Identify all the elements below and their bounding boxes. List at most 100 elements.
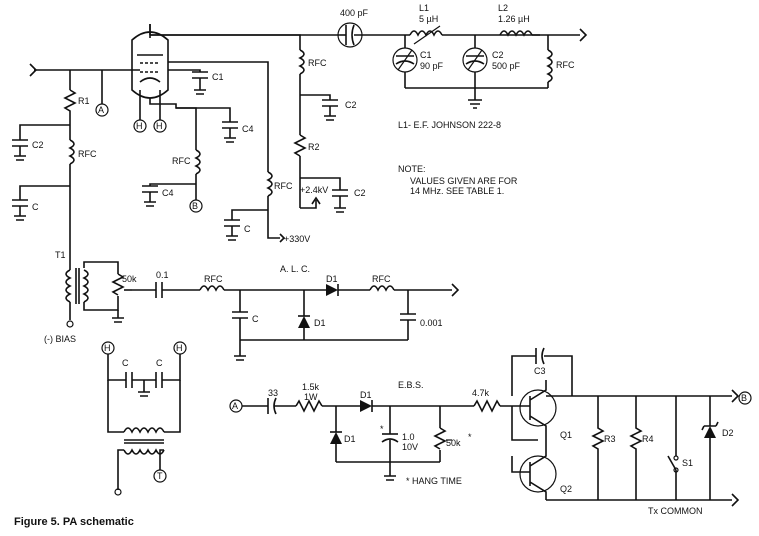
r1-label: R1 bbox=[78, 96, 90, 106]
h-node-b-label: H bbox=[156, 121, 163, 131]
s1-label: S1 bbox=[682, 458, 693, 468]
r47k-label: 4.7k bbox=[472, 388, 490, 398]
fil-wires bbox=[107, 354, 181, 381]
c1-variable-capacitor bbox=[392, 35, 418, 88]
r15k-label: 1.5k bbox=[302, 382, 320, 392]
r47k-resistor bbox=[473, 399, 520, 413]
c10v-label: 10V bbox=[402, 442, 418, 452]
c400-capacitor bbox=[337, 22, 390, 48]
c10-label: 1.0 bbox=[402, 432, 415, 442]
bias-label: (-) BIAS bbox=[44, 334, 76, 344]
rfc-g-label: RFC bbox=[172, 156, 191, 166]
d1a-label: D1 bbox=[326, 274, 338, 284]
r2-resistor bbox=[293, 134, 307, 208]
c2a-label: C2 bbox=[32, 140, 44, 150]
a-node-top-label: A bbox=[98, 105, 104, 115]
pot50k-label: 50k bbox=[122, 274, 137, 284]
q-link bbox=[511, 406, 538, 441]
c2a-wire bbox=[19, 124, 70, 140]
c10-plus: * bbox=[380, 424, 384, 434]
c33-capacitor bbox=[267, 397, 296, 415]
ebs-label: E.B.S. bbox=[398, 380, 424, 390]
c-s-label: C bbox=[244, 224, 251, 234]
v330-arrow bbox=[279, 233, 286, 243]
d1a-diode bbox=[326, 284, 370, 296]
cfa-label: C bbox=[122, 358, 129, 368]
l1-label: L1 bbox=[419, 3, 429, 13]
c1b-capacitor bbox=[192, 71, 208, 95]
c2-label: C2 bbox=[492, 50, 504, 60]
rfc-p-label: RFC bbox=[308, 58, 327, 68]
c2a-capacitor bbox=[12, 139, 28, 161]
c-l-wire bbox=[19, 185, 70, 200]
alc-label: A. L. C. bbox=[280, 264, 310, 274]
l1-inductor bbox=[390, 25, 540, 45]
h-node-a-label: H bbox=[136, 121, 143, 131]
c0001-capacitor bbox=[400, 313, 416, 340]
s1-switch bbox=[667, 396, 679, 500]
note-title: NOTE: bbox=[398, 164, 426, 174]
fil-xfmr-wires bbox=[107, 380, 181, 433]
bias-terminal bbox=[66, 320, 74, 328]
h-node-a bbox=[133, 119, 147, 133]
pot-star: * bbox=[468, 432, 472, 442]
screen-wire bbox=[168, 61, 269, 172]
rfc-alc2-label: RFC bbox=[372, 274, 391, 284]
c-alc-capacitor bbox=[232, 311, 248, 361]
c-l-capacitor bbox=[12, 199, 28, 221]
d2-zener bbox=[701, 396, 719, 500]
c400-label: 400 pF bbox=[340, 8, 369, 18]
r4-resistor bbox=[629, 396, 643, 500]
c0001-label: 0.001 bbox=[420, 318, 443, 328]
note-line2: 14 MHz. SEE TABLE 1. bbox=[410, 186, 504, 196]
c33-label: 33 bbox=[268, 388, 278, 398]
pot50kb-label: 50k bbox=[446, 438, 461, 448]
pot-50k-b bbox=[433, 427, 452, 462]
c1-label: C1 bbox=[420, 50, 432, 60]
t1-transformer bbox=[65, 261, 119, 311]
c2-variable-capacitor bbox=[462, 35, 488, 88]
t-node-label: T bbox=[157, 471, 163, 481]
common-arrow bbox=[731, 493, 740, 507]
h-node-d-label: H bbox=[176, 343, 183, 353]
c01-capacitor bbox=[155, 282, 200, 298]
d1b-label: D1 bbox=[314, 318, 326, 328]
c-l-label: C bbox=[32, 202, 39, 212]
d1d-diode bbox=[330, 431, 342, 462]
rfc-s-label: RFC bbox=[274, 181, 293, 191]
hv-wire bbox=[300, 200, 317, 209]
r2-label: R2 bbox=[308, 142, 320, 152]
q2-label: Q2 bbox=[560, 484, 572, 494]
c3-capacitor bbox=[535, 347, 545, 365]
b-node-label: B bbox=[192, 201, 198, 211]
pot-50k bbox=[111, 273, 132, 323]
l1-note: L1- E.F. JOHNSON 222-8 bbox=[398, 120, 501, 130]
alc-rfc bbox=[199, 285, 326, 292]
d1c-label: D1 bbox=[360, 390, 372, 400]
output-arrow bbox=[579, 28, 588, 42]
filament-transformer bbox=[117, 427, 165, 490]
alc-rfc2 bbox=[369, 285, 452, 292]
l2-value: 1.26 µH bbox=[498, 14, 530, 24]
d1d-label: D1 bbox=[344, 434, 356, 444]
q1-label: Q1 bbox=[560, 430, 572, 440]
l2-label: L2 bbox=[498, 3, 508, 13]
c4b-capacitor bbox=[142, 185, 158, 207]
c10-capacitor bbox=[381, 433, 399, 481]
figure-caption: Figure 5. PA schematic bbox=[14, 516, 134, 528]
hv-label: +2.4kV bbox=[300, 185, 328, 195]
b-node-right-label: B bbox=[741, 393, 747, 403]
d1c-diode bbox=[360, 400, 474, 412]
note-line1: VALUES GIVEN ARE FOR bbox=[410, 176, 518, 186]
c2-c-capacitor bbox=[332, 189, 348, 213]
c-s-wire bbox=[231, 209, 268, 220]
d2-label: D2 bbox=[722, 428, 734, 438]
v330-label: +330V bbox=[284, 234, 310, 244]
c2c-label: C2 bbox=[354, 188, 366, 198]
c4a-wire bbox=[176, 107, 231, 122]
plate-rfc bbox=[298, 40, 305, 135]
c2-b-wire bbox=[300, 94, 331, 100]
filament-caps bbox=[125, 372, 163, 397]
cathode-rfc bbox=[194, 149, 201, 200]
